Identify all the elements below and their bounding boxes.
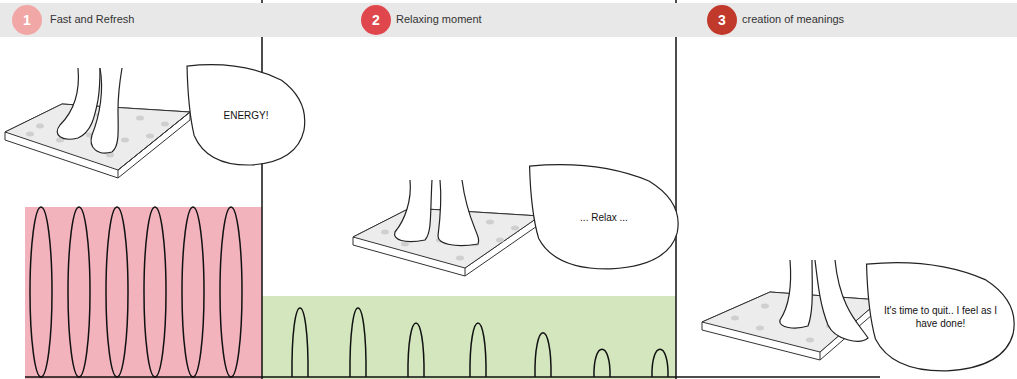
speech-text: ENERGY! xyxy=(223,109,268,122)
panel-header: Relaxing moment 2 xyxy=(262,3,676,37)
speech-text: ... Relax ... xyxy=(580,211,628,224)
speech-bubble: ENERGY! xyxy=(185,64,307,166)
slow-wave xyxy=(292,308,668,377)
speech-bubble: ... Relax ... xyxy=(527,164,681,270)
step-number: 1 xyxy=(12,5,42,35)
step-number: 3 xyxy=(707,5,737,35)
energy-band xyxy=(25,207,262,379)
speech-bubble: It's time to quit.. I feel as I have don… xyxy=(864,262,1017,372)
feet xyxy=(57,68,868,341)
step-title: Fast and Refresh xyxy=(50,13,134,25)
relax-band xyxy=(262,296,676,379)
panel-divider xyxy=(261,0,263,379)
callout-number: 2 xyxy=(372,12,380,28)
step-number: 2 xyxy=(361,5,391,35)
step-title: Relaxing moment xyxy=(396,13,482,25)
speech-text: It's time to quit.. I feel as I have don… xyxy=(881,304,1001,330)
panel-header: Fast and Refresh 1 xyxy=(0,3,262,37)
panel-divider xyxy=(675,0,677,379)
speech-bubble-outline xyxy=(864,262,1017,372)
step-title: creation of meanings xyxy=(742,13,844,25)
fast-wave xyxy=(30,207,242,377)
callout-number: 1 xyxy=(23,12,31,28)
panel-header: creation of meanings 3 xyxy=(676,3,1017,37)
callout-number: 3 xyxy=(718,12,726,28)
